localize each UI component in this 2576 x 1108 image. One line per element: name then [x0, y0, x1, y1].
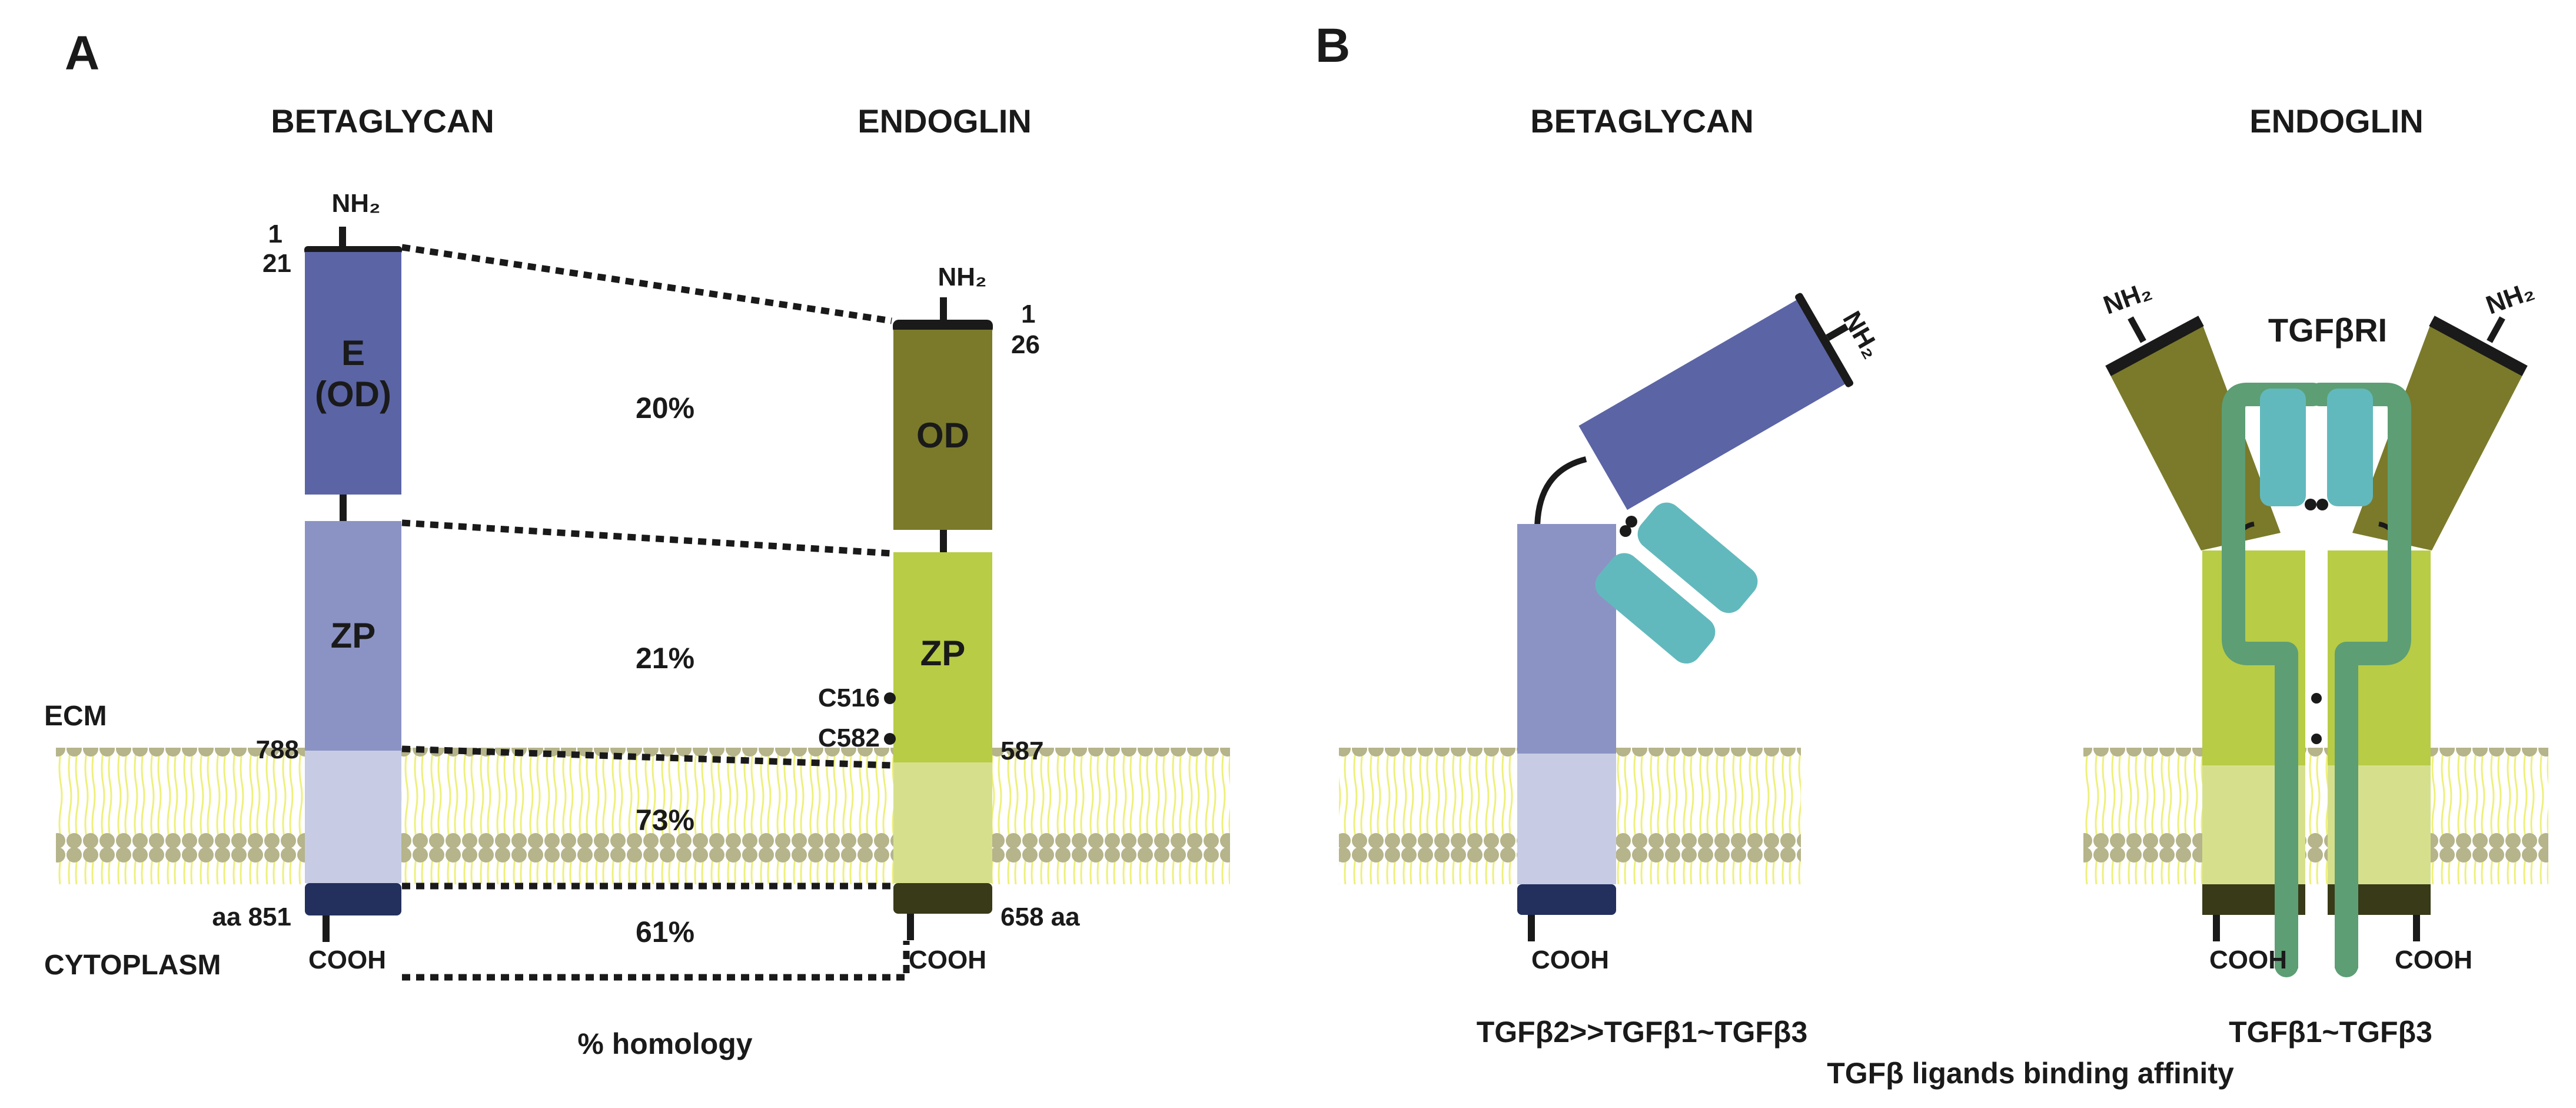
endoglin-c582-label: C582 [818, 724, 880, 752]
endoglin-nh2-right: NH₂ [2482, 276, 2538, 320]
betaglycan-zp-domain-b [1517, 524, 1616, 754]
tgfb-ligand-endoglin [2260, 389, 2373, 506]
betaglycan-e-od-domain-b [1578, 296, 1852, 510]
endoglin-residue-26: 26 [1011, 330, 1040, 359]
betaglycan-residue-788: 788 [256, 735, 299, 764]
endoglin-nh2-left: NH₂ [2100, 276, 2156, 320]
endoglin-disulfide-a [2311, 693, 2322, 704]
ligand-dimer-bond-a [2305, 499, 2316, 510]
betaglycan-cytoplasmic-tail [305, 883, 401, 915]
endoglin-zp-domain [893, 552, 992, 762]
cell-membrane-b-right [2083, 748, 2548, 884]
endoglin-title-a: ENDOGLIN [857, 102, 1032, 140]
betaglycan-zp-label: ZP [331, 616, 376, 655]
homology-cyto-percent: 61% [636, 915, 694, 948]
betaglycan-cytoplasmic-tail-b [1517, 884, 1616, 915]
endoglin-nh2-label: NH₂ [938, 263, 986, 291]
ligand-dimer-bond-b [2316, 499, 2328, 510]
endoglin-affinity: TGFβ1~TGFβ3 [2229, 1016, 2432, 1049]
endoglin-transmembrane [893, 762, 992, 883]
tgfbri-receptor [2222, 383, 2411, 977]
homology-tm-percent: 73% [636, 804, 694, 837]
betaglycan-cooh-label-b: COOH [1531, 946, 1609, 974]
endoglin-residue-1: 1 [1021, 300, 1035, 329]
betaglycan-nh2-label: NH₂ [331, 189, 380, 218]
betaglycan-title-b: BETAGLYCAN [1530, 102, 1754, 140]
ligand-bond-dot-a [1626, 516, 1637, 528]
betaglycan-e-label: E [341, 333, 365, 373]
betaglycan-od-label: (OD) [315, 374, 391, 414]
panel-a: A BETAGLYCAN ENDOGLIN NH₂ 1 21 E (OD) ZP… [44, 26, 1230, 1060]
panel-b: B BETAGLYCAN ENDOGLIN NH₂ COOH [1315, 19, 2548, 1090]
endoglin-cooh-label: COOH [909, 946, 986, 974]
betaglycan-zp-domain [305, 521, 401, 751]
betaglycan-transmembrane-b [1517, 754, 1616, 884]
betaglycan-cooh-label: COOH [308, 946, 386, 974]
betaglycan-residue-21: 21 [262, 249, 291, 278]
homology-label: % homology [577, 1027, 752, 1060]
endoglin-cooh-left: COOH [2209, 946, 2287, 974]
panel-a-label: A [65, 26, 99, 80]
ecm-label: ECM [44, 701, 107, 732]
homology-zp-percent: 21% [636, 642, 694, 675]
endoglin-c516-label: C516 [818, 684, 880, 712]
cell-membrane-a [56, 748, 1230, 884]
betaglycan-aa851: aa 851 [212, 903, 291, 931]
endoglin-od-domain [893, 330, 992, 530]
endoglin-title-b: ENDOGLIN [2249, 102, 2424, 140]
endoglin-disulfide-b [2311, 734, 2322, 744]
tgfb-ligand-betaglycan [1595, 502, 1758, 664]
endoglin-residue-587: 587 [1001, 737, 1043, 765]
endoglin-cytoplasmic-tail [893, 883, 992, 914]
endoglin-column-a: NH₂ 1 26 OD ZP C516 C582 587 658 aa COOH [818, 263, 1080, 974]
homology-connectors [401, 244, 910, 981]
cysteine-582-dot [884, 733, 896, 745]
betaglycan-column-a: NH₂ 1 21 E (OD) ZP 788 aa 851 COOH [212, 189, 402, 974]
betaglycan-residue-1: 1 [268, 220, 282, 248]
tgfbri-label: TGFβRI [2268, 311, 2387, 349]
betaglycan-title-a: BETAGLYCAN [271, 102, 494, 140]
homology-od-percent: 20% [636, 392, 694, 424]
cysteine-516-dot [884, 692, 896, 704]
betaglycan-transmembrane [305, 751, 401, 883]
endoglin-model-b: TGFβRI NH₂ NH₂ COOH COOH [2100, 276, 2538, 977]
cytoplasm-label: CYTOPLASM [44, 950, 221, 981]
binding-affinity-caption: TGFβ ligands binding affinity [1827, 1057, 2234, 1090]
endoglin-658aa: 658 aa [1001, 903, 1080, 931]
endoglin-od-label: OD [916, 416, 969, 455]
endoglin-cooh-right: COOH [2395, 946, 2472, 974]
betaglycan-nh2-label-b: NH₂ [1837, 307, 1886, 363]
endoglin-zp-label: ZP [920, 633, 966, 673]
betaglycan-affinity: TGFβ2>>TGFβ1~TGFβ3 [1477, 1016, 1808, 1049]
ligand-bond-dot-b [1620, 525, 1631, 537]
betaglycan-e-od-domain [305, 252, 401, 495]
panel-b-label: B [1315, 19, 1350, 72]
